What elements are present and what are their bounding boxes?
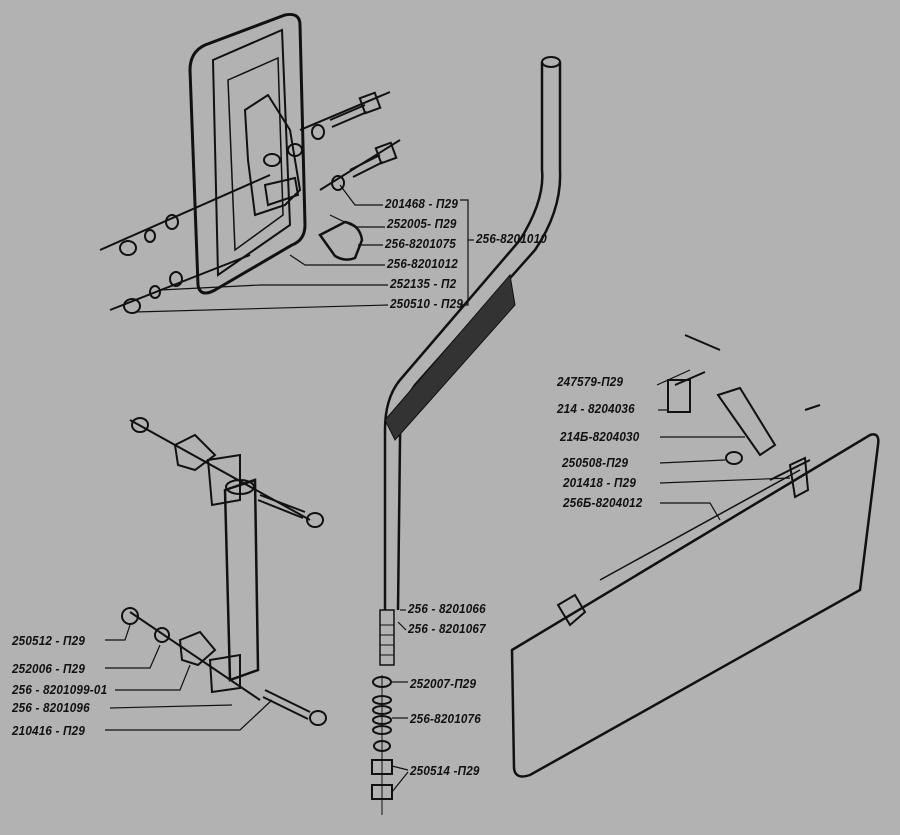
mirror-rod-drawing — [371, 56, 562, 815]
part-label: 252005- П29 — [387, 216, 457, 231]
part-label: 256-8201012 — [387, 256, 458, 271]
assembly-label: 256-8201010 — [476, 231, 547, 246]
rod-leader-lines — [391, 609, 409, 793]
part-label: 256 - 8201067 — [408, 621, 486, 636]
visor-leader-lines — [656, 369, 791, 521]
part-label: 252135 - П2 — [390, 276, 457, 291]
part-label: 256 - 8201099-01 — [12, 682, 108, 697]
part-label: 210416 - П29 — [12, 723, 86, 738]
mirror-fasteners-drawing — [99, 91, 401, 314]
part-label: 250514 -П29 — [410, 763, 480, 778]
bracket-leader-lines — [105, 624, 273, 731]
part-label: 247579-П29 — [557, 374, 624, 389]
part-label: 252006 - П29 — [12, 661, 86, 676]
part-label: 256-8201076 — [410, 711, 481, 726]
part-label: 256 - 8201096 — [12, 700, 90, 715]
mirror-leader-lines — [134, 184, 474, 313]
part-label: 256Б-8204012 — [563, 495, 643, 510]
sun-visor-drawing — [510, 334, 880, 778]
part-label: 214 - 8204036 — [557, 401, 635, 416]
part-label: 214Б-8204030 — [560, 429, 640, 444]
part-label: 250508-П29 — [562, 455, 629, 470]
part-label: 201418 - П29 — [563, 475, 637, 490]
handle-bracket-drawing — [121, 417, 327, 726]
mirror-body-drawing — [188, 13, 307, 295]
part-label: 256 - 8201066 — [408, 601, 486, 616]
part-label: 256-8201075 — [385, 236, 456, 251]
part-label: 252007-П29 — [410, 676, 477, 691]
part-label: 250510 - П29 — [390, 296, 464, 311]
part-label: 201468 - П29 — [385, 196, 459, 211]
part-label: 250512 - П29 — [12, 633, 86, 648]
